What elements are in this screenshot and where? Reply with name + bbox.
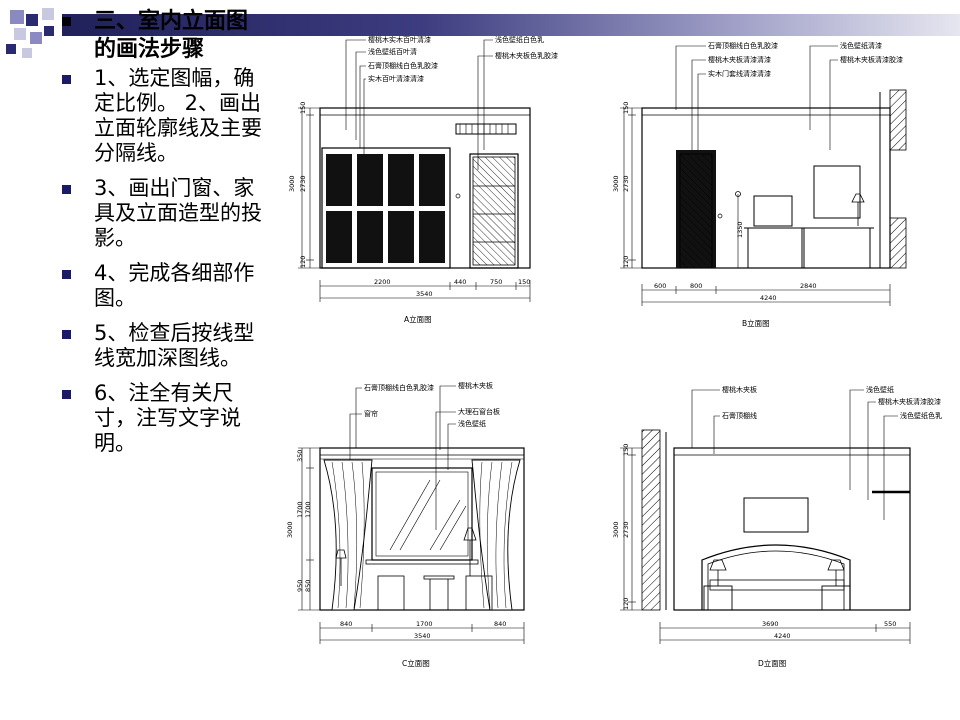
square-bullet-icon bbox=[62, 75, 71, 84]
label: 浅色壁纸百叶清 bbox=[368, 47, 417, 56]
dimension-label: 1700 bbox=[296, 501, 304, 518]
dimension-label: 2730 bbox=[622, 175, 630, 192]
title-bullet-icon bbox=[62, 17, 71, 26]
label: 浅色壁纸清漆 bbox=[840, 41, 882, 50]
dimension-label: 550 bbox=[884, 620, 896, 628]
elevation-drawings: 樱桃木实木百叶清漆 浅色壁纸百叶清 石膏顶棚线白色乳胶漆 实木百叶清漆清漆 浅色… bbox=[286, 35, 942, 668]
dimension-label: 1350 bbox=[736, 221, 744, 238]
caption: C立面图 bbox=[402, 658, 430, 668]
dimension-label: 3540 bbox=[414, 632, 431, 640]
bullet-item: 1、选定图幅，确定比例。 2、画出立面轮廓线及主要分隔线。 bbox=[60, 66, 270, 166]
square-bullet-icon bbox=[62, 185, 71, 194]
dimension-label: 840 bbox=[340, 620, 352, 628]
square-bullet-icon bbox=[62, 330, 71, 339]
label: 石膏顶棚线白色乳胶漆 bbox=[708, 41, 778, 50]
dimension-label: 150 bbox=[622, 444, 630, 456]
dimension-label: 3000 bbox=[288, 175, 296, 192]
caption: B立面图 bbox=[742, 318, 770, 328]
label: 樱桃木实木百叶清漆 bbox=[368, 35, 431, 44]
dimension-label: 120 bbox=[622, 256, 630, 268]
elevation-d: 樱桃木夹板 石膏顶棚线 浅色壁纸 樱桃木夹板清漆胶漆 浅色壁纸色乳 bbox=[612, 385, 942, 668]
label: 浅色壁纸色乳 bbox=[900, 411, 942, 420]
label: 樱桃木夹板色乳胶漆 bbox=[495, 51, 558, 60]
dimension-label: 440 bbox=[454, 278, 466, 286]
dimension-label: 750 bbox=[490, 278, 502, 286]
label: 石膏顶棚线白色乳胶漆 bbox=[364, 383, 434, 392]
label: 实木门套线清漆清漆 bbox=[708, 69, 771, 78]
dimension-label: 350 bbox=[296, 450, 304, 462]
bullet-item: 4、完成各细部作图。 bbox=[60, 261, 270, 311]
dimension-label: 2730 bbox=[622, 521, 630, 538]
dimension-label: 150 bbox=[518, 278, 530, 286]
label: 樱桃木夹板清漆清漆 bbox=[708, 55, 771, 64]
dimension-label: 3000 bbox=[612, 175, 620, 192]
dimension-label: 850 bbox=[304, 580, 312, 592]
label: 浅色壁纸 bbox=[866, 385, 894, 394]
label: 大理石窗台板 bbox=[458, 407, 500, 416]
dimension-label: 950 bbox=[296, 580, 304, 592]
dimension-label: 800 bbox=[690, 282, 702, 290]
bullet-item: 3、画出门窗、家具及立面造型的投影。 bbox=[60, 176, 270, 251]
dimension-label: 3000 bbox=[286, 521, 294, 538]
square-bullet-icon bbox=[62, 390, 71, 399]
bullet-item: 6、注全有关尺寸，注写文字说明。 bbox=[60, 381, 270, 456]
dimension-label: 150 bbox=[299, 102, 307, 114]
elevation-c: 石膏顶棚线白色乳胶漆 窗帘 樱桃木夹板 大理石窗台板 浅色壁纸 bbox=[286, 381, 525, 668]
dimension-label: 4240 bbox=[760, 294, 777, 302]
bullet-item: 5、检查后按线型线宽加深图线。 bbox=[60, 321, 270, 371]
dimension-label: 2840 bbox=[800, 282, 817, 290]
dimension-label: 120 bbox=[299, 256, 307, 268]
dimension-label: 150 bbox=[622, 102, 630, 114]
corner-decoration bbox=[0, 0, 62, 62]
label: 樱桃木夹板 bbox=[722, 385, 757, 394]
label: 实木百叶清漆清漆 bbox=[368, 74, 424, 83]
label: 浅色壁纸白色乳 bbox=[495, 35, 544, 44]
slide-title: 三、室内立面图的画法步骤 bbox=[94, 9, 249, 62]
elevation-a: 樱桃木实木百叶清漆 浅色壁纸百叶清 石膏顶棚线白色乳胶漆 实木百叶清漆清漆 浅色… bbox=[288, 35, 558, 324]
square-bullet-icon bbox=[62, 270, 71, 279]
dimension-label: 4240 bbox=[774, 632, 791, 640]
dimension-label: 1700 bbox=[416, 620, 433, 628]
dimension-label: 3000 bbox=[612, 521, 620, 538]
dimension-label: 840 bbox=[494, 620, 506, 628]
dimension-label: 2200 bbox=[374, 278, 391, 286]
label: 浅色壁纸 bbox=[458, 419, 486, 428]
dimension-label: 600 bbox=[654, 282, 666, 290]
bullet-list: 1、选定图幅，确定比例。 2、画出立面轮廓线及主要分隔线。 3、画出门窗、家具及… bbox=[60, 66, 270, 466]
elevation-b: 石膏顶棚线白色乳胶漆 樱桃木夹板清漆清漆 实木门套线清漆清漆 浅色壁纸清漆 樱桃… bbox=[612, 41, 907, 328]
dimension-label: 120 bbox=[622, 598, 630, 610]
label: 樱桃木夹板 bbox=[458, 381, 493, 390]
label: 樱桃木夹板清漆胶漆 bbox=[840, 55, 903, 64]
label: 窗帘 bbox=[364, 409, 378, 418]
title-bar bbox=[62, 14, 960, 36]
dimension-label: 3690 bbox=[762, 620, 779, 628]
dimension-label: 1700 bbox=[304, 501, 312, 518]
dimension-label: 2730 bbox=[299, 175, 307, 192]
caption: A立面图 bbox=[404, 314, 432, 324]
label: 樱桃木夹板清漆胶漆 bbox=[878, 397, 941, 406]
dimension-label: 3540 bbox=[416, 290, 433, 298]
caption: D立面图 bbox=[758, 658, 786, 668]
label: 石膏顶棚线 bbox=[722, 411, 757, 420]
label: 石膏顶棚线白色乳胶漆 bbox=[368, 61, 438, 70]
